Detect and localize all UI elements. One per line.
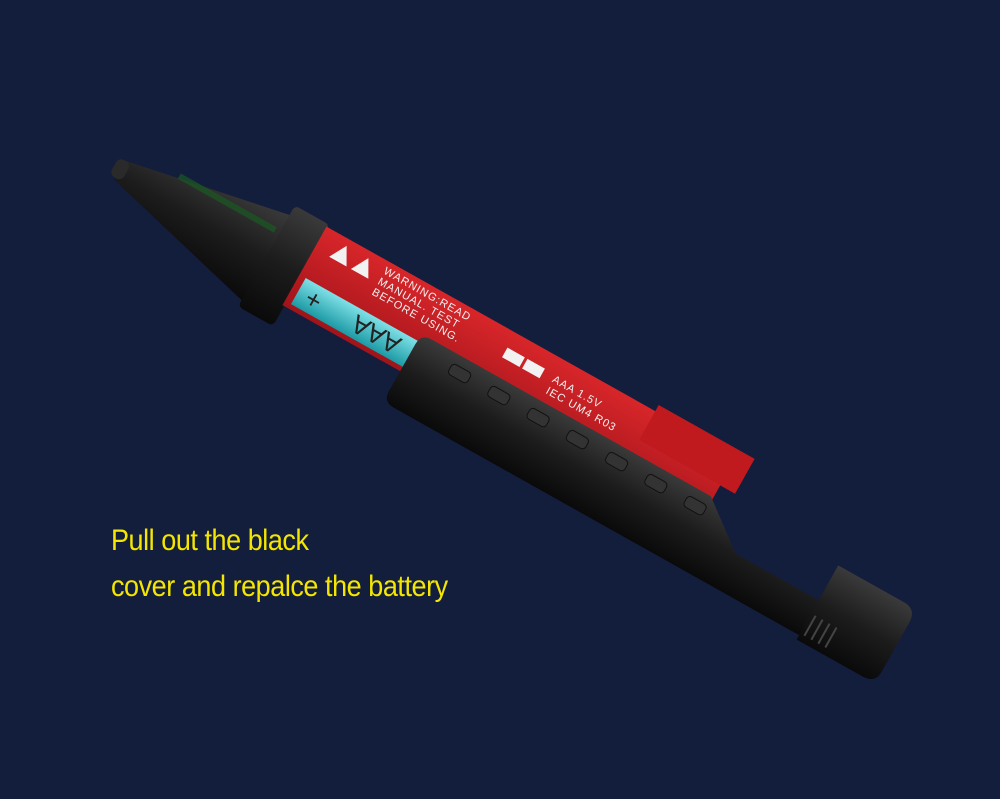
caption-line-1: Pull out the black xyxy=(111,524,309,557)
warning-icon xyxy=(329,245,347,267)
caption-line-2: cover and repalce the battery xyxy=(111,570,448,603)
led-window xyxy=(177,173,277,233)
pen-collar xyxy=(239,207,328,325)
end-cap xyxy=(796,565,912,680)
tip-end xyxy=(111,159,129,180)
black-battery-cover xyxy=(386,337,841,648)
battery-icon xyxy=(502,347,525,367)
cover-grip-ridges xyxy=(448,363,707,516)
body-clip xyxy=(639,404,755,494)
end-cap-vents xyxy=(803,615,838,649)
battery-icon xyxy=(522,358,545,379)
warning-icon xyxy=(350,258,369,279)
pen-tip xyxy=(114,160,295,304)
